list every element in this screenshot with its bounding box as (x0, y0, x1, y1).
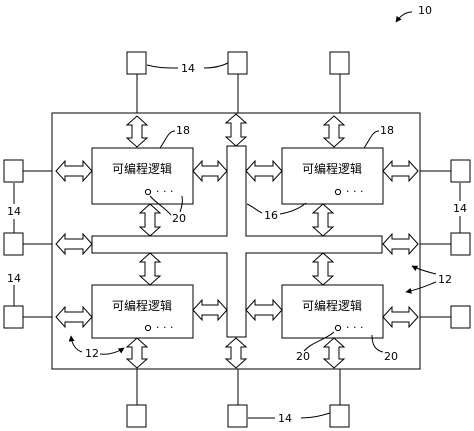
ref-numeral: 14 (7, 272, 21, 285)
memory-cell-icon (334, 324, 342, 332)
io-pin (329, 51, 350, 75)
logic-block-bottom-right: 可编程逻辑 · · · (281, 284, 384, 339)
bus-arrow-left-upper (55, 159, 93, 183)
io-pin (227, 404, 248, 428)
logic-block-label: 可编程逻辑 (302, 161, 362, 176)
io-pin (227, 51, 248, 75)
logic-block-top-right: 可编程逻辑 · · · (281, 147, 384, 205)
bus-arrow-block-bl-up (138, 252, 162, 286)
more-cells-ellipsis: · · · (156, 321, 173, 334)
logic-block-top-left: 可编程逻辑 · · · (91, 147, 194, 205)
ref-numeral: 18 (380, 124, 394, 137)
ref-numeral: 14 (181, 62, 195, 75)
bus-arrow-block-br-up (311, 252, 335, 286)
memory-cell-icon (334, 188, 342, 196)
reference-12-right: 12 (405, 265, 452, 294)
io-pin (126, 51, 147, 75)
bus-arrow-top-center (224, 113, 248, 147)
reference-14-left-lower: 14 (7, 272, 21, 306)
more-cells-ellipsis: · · · (346, 321, 363, 334)
memory-cell-icon (144, 188, 152, 196)
reference-12-left: 12 (68, 335, 125, 360)
bus-arrow-block-tl-down (138, 203, 162, 237)
logic-block-label: 可编程逻辑 (302, 298, 362, 313)
ref-numeral: 12 (85, 347, 99, 360)
bus-arrow-top-right (322, 115, 346, 148)
bus-arrow-block-tr-down (311, 203, 335, 237)
ref-numeral: 10 (418, 4, 432, 17)
io-pin (3, 159, 24, 183)
bus-arrow-left-middle (55, 232, 93, 256)
bus-arrow-bottom-left (125, 337, 149, 369)
bus-arrow-right-middle (382, 232, 419, 256)
io-pin (329, 404, 350, 428)
bus-arrow-bus-to-block-br (245, 298, 283, 322)
logic-block-bottom-left: 可编程逻辑 · · · (91, 284, 194, 339)
bus-arrow-right-upper (382, 159, 419, 183)
logic-block-label: 可编程逻辑 (112, 298, 172, 313)
ref-numeral: 14 (453, 202, 467, 215)
more-cells-ellipsis: · · · (346, 185, 363, 198)
reference-14-top: 14 (146, 62, 229, 75)
bus-arrow-top-left (125, 115, 149, 148)
reference-18-left: 18 (159, 124, 190, 149)
memory-cell-icon (144, 324, 152, 332)
bus-arrow-right-lower (382, 305, 419, 329)
io-pin (450, 232, 471, 256)
io-pin (450, 305, 471, 329)
io-pin (3, 232, 24, 256)
reference-20-bottom-right: 20 (371, 334, 398, 363)
io-pin (450, 159, 471, 183)
more-cells-ellipsis: · · · (156, 185, 173, 198)
ref-numeral: 14 (278, 412, 292, 425)
reference-18-right: 18 (363, 124, 394, 149)
ref-numeral: 12 (438, 273, 452, 286)
io-pin (3, 305, 24, 329)
pin-lines (23, 74, 451, 405)
programmable-interconnect (91, 145, 383, 338)
bus-arrow-bus-to-block-tr (245, 159, 283, 183)
reference-20-top-left: 20 (149, 195, 186, 225)
bus-arrows (55, 113, 419, 369)
reference-14-bottom: 14 (248, 412, 331, 425)
ref-numeral: 16 (264, 209, 278, 222)
bus-arrow-block-bl-to-bus (192, 298, 228, 322)
bus-arrow-block-tl-to-bus (192, 159, 228, 183)
ref-numeral: 20 (172, 212, 186, 225)
io-pin (126, 404, 147, 428)
reference-20-bottom-left: 20 (296, 331, 335, 363)
reference-16: 16 (246, 202, 307, 222)
ref-numeral: 14 (7, 205, 21, 218)
reference-14-left-upper: 14 (7, 183, 21, 233)
ref-numeral: 20 (296, 350, 310, 363)
bus-arrow-left-lower (55, 305, 93, 329)
bus-arrow-bottom-right (322, 337, 346, 369)
reference-10: 10 (395, 4, 432, 23)
bus-arrow-bottom-center (224, 337, 248, 369)
reference-14-right: 14 (453, 183, 467, 233)
ref-numeral: 20 (384, 350, 398, 363)
ref-numeral: 18 (176, 124, 190, 137)
logic-block-label: 可编程逻辑 (112, 161, 172, 176)
